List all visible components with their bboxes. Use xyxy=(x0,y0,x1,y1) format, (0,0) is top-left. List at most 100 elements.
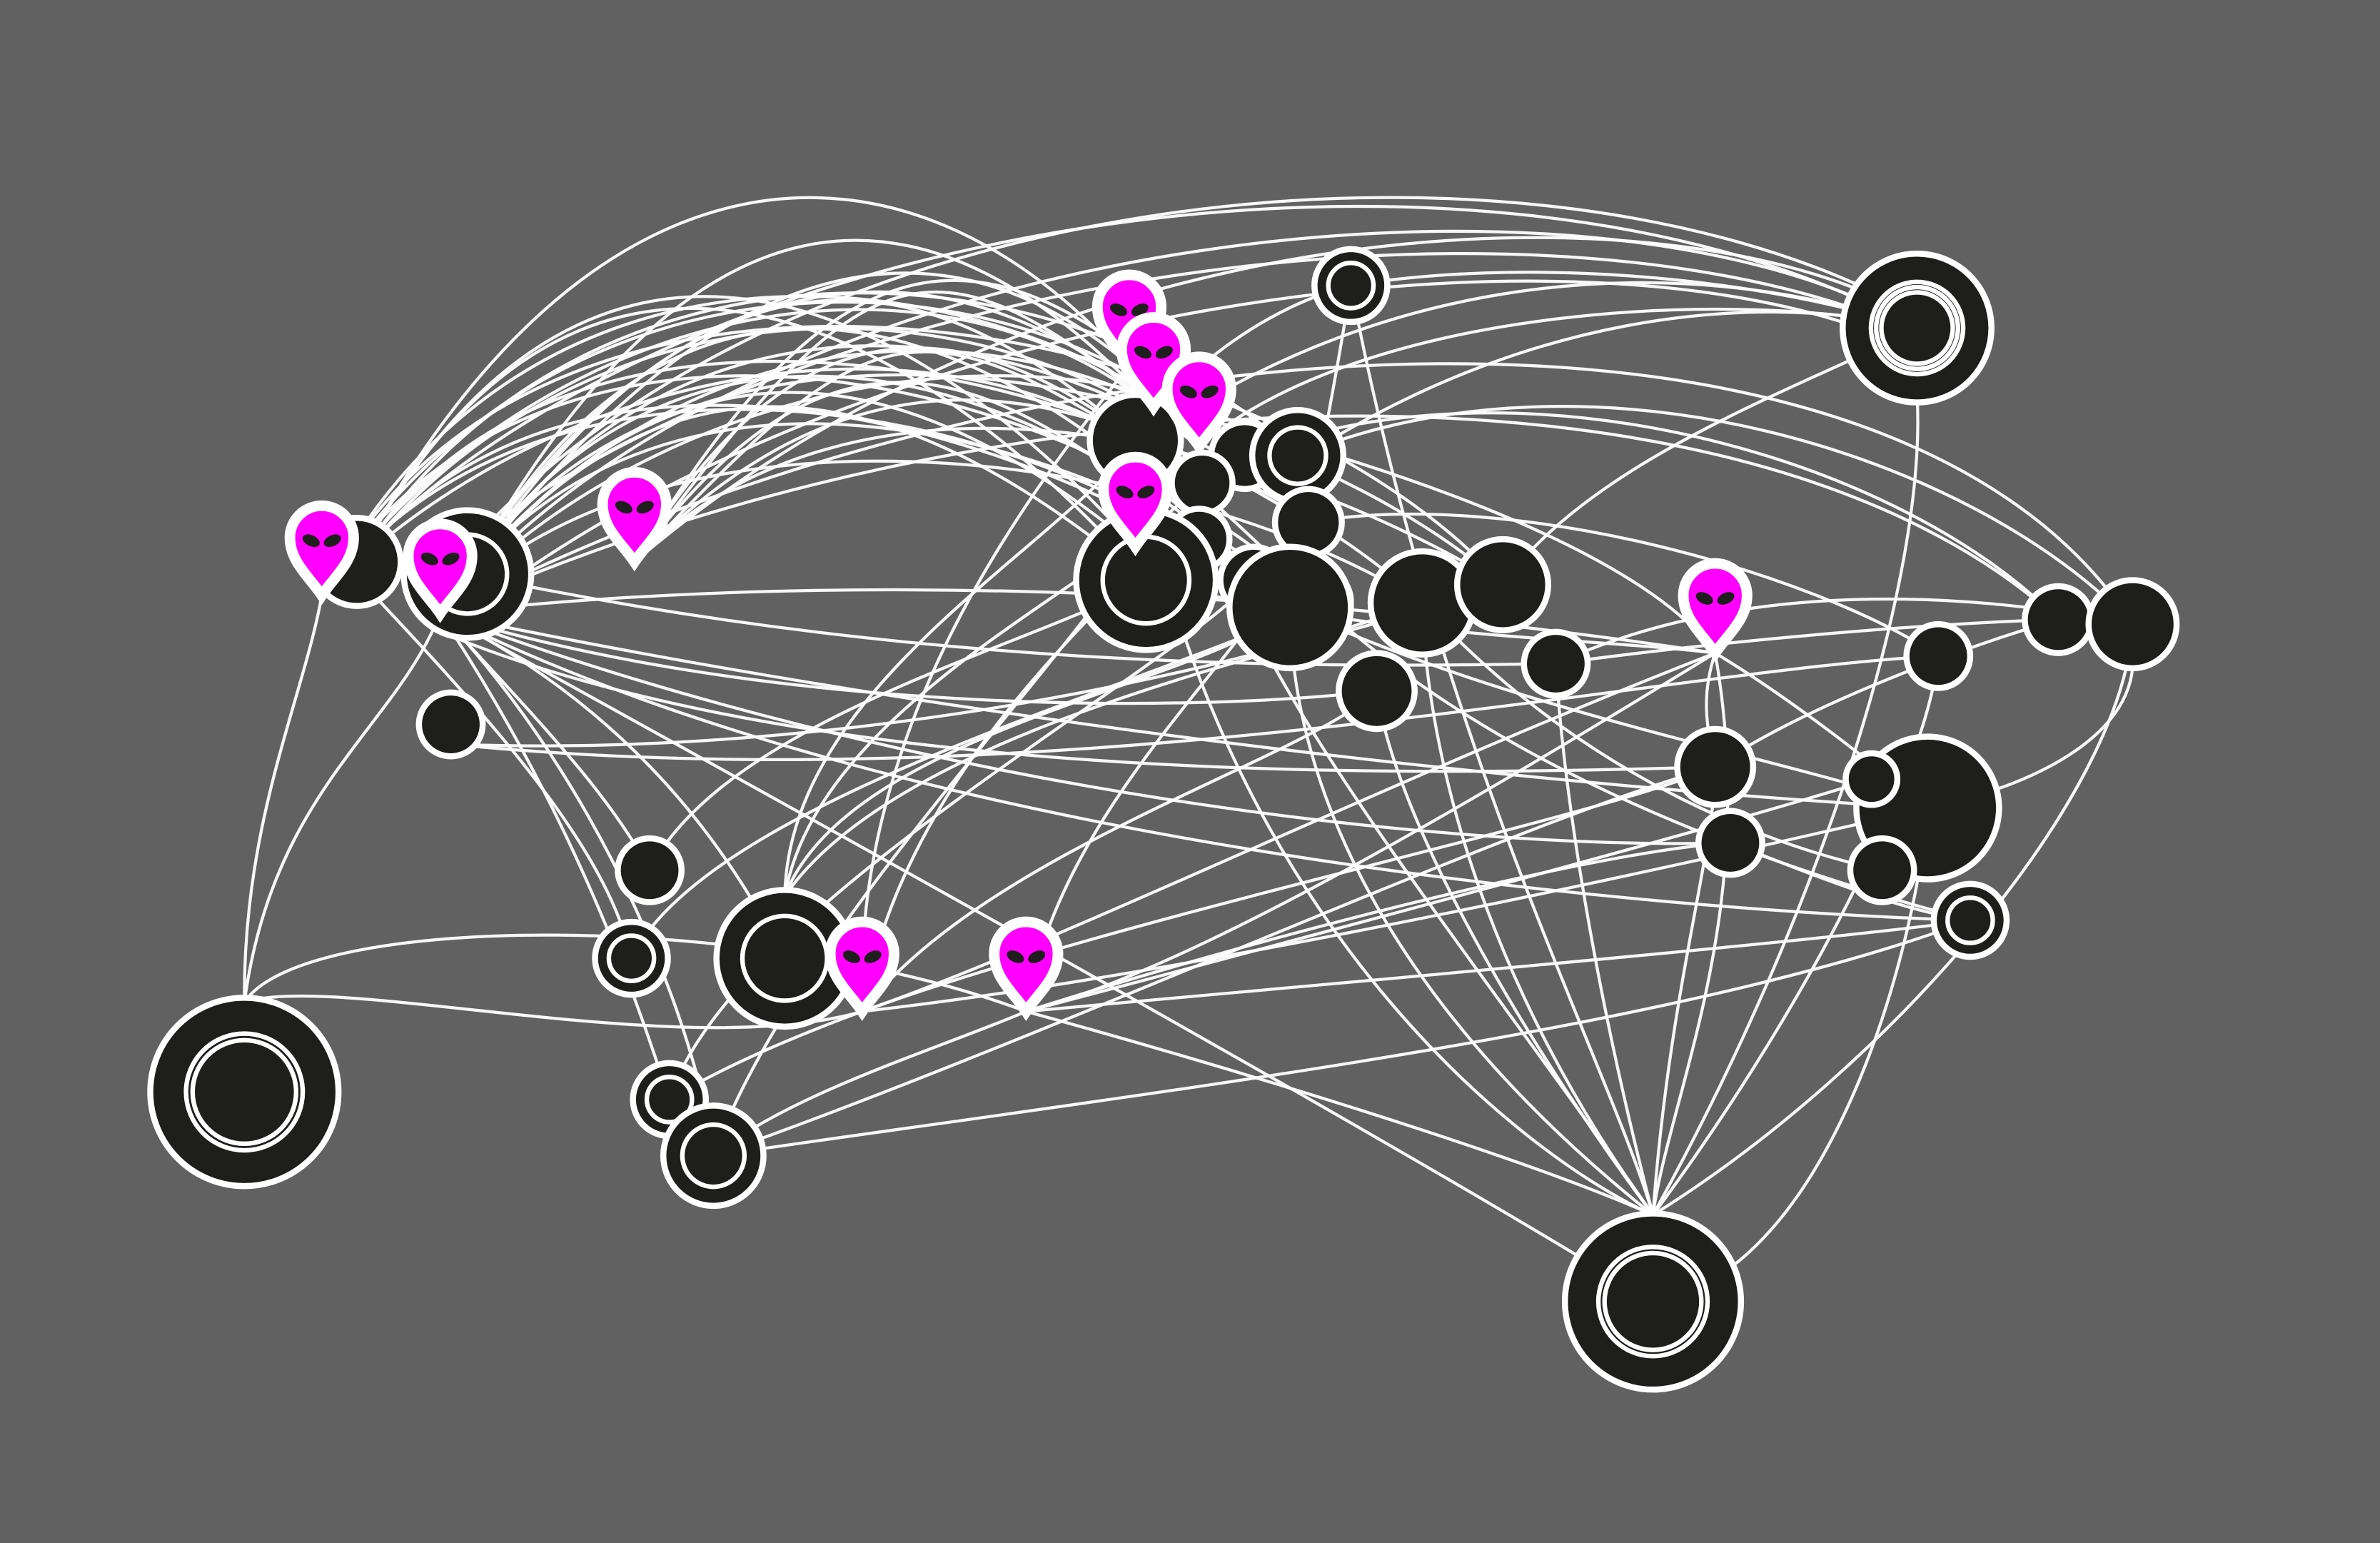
alien-eye-icon xyxy=(1131,303,1149,316)
alien-pin-icon[interactable] xyxy=(1678,558,1753,663)
hub-node xyxy=(660,1102,767,1210)
hub-node xyxy=(1336,650,1418,733)
alien-pin-icon[interactable] xyxy=(597,467,672,572)
hub-node-ring xyxy=(190,1037,299,1147)
hub-node xyxy=(1840,250,1995,406)
alien-pin-icon[interactable] xyxy=(989,916,1064,1021)
hub-node-ring xyxy=(183,1031,306,1153)
connection-edge xyxy=(859,363,1131,1012)
connection-edge xyxy=(440,612,1928,810)
connection-edge xyxy=(1349,285,1655,1216)
hub-node-disc xyxy=(1249,407,1347,505)
alien-pin-body xyxy=(284,500,359,605)
hub-node-ring xyxy=(1879,290,1955,366)
connection-edge xyxy=(455,636,1715,773)
alien-eye-icon xyxy=(636,501,654,514)
connection-edge xyxy=(1026,918,1971,1013)
connection-edge xyxy=(783,439,1137,896)
connection-edge xyxy=(439,612,651,871)
alien-eye-icon xyxy=(1201,385,1219,398)
connection-edge xyxy=(438,229,1918,615)
hub-node-disc xyxy=(1226,543,1354,672)
hub-node xyxy=(1311,246,1391,326)
hub-node-disc xyxy=(1311,246,1391,326)
connection-edge xyxy=(862,651,1716,1013)
connection-edge xyxy=(321,204,1914,597)
alien-pin-icon[interactable] xyxy=(403,518,478,623)
connection-edge xyxy=(439,612,1731,845)
markers-layer xyxy=(284,269,1753,1021)
hub-node xyxy=(1695,808,1765,878)
hub-node-ring xyxy=(1602,1250,1704,1352)
connection-edge xyxy=(466,196,1898,548)
hub-node-disc xyxy=(1840,250,1995,406)
hub-node-disc xyxy=(1561,1210,1745,1393)
connection-edge xyxy=(633,290,1155,563)
connection-edge xyxy=(438,613,671,1100)
alien-eye-icon xyxy=(1007,950,1024,963)
connection-edge xyxy=(243,613,442,1003)
connection-edge xyxy=(321,308,1155,597)
connection-edge xyxy=(1198,307,1917,448)
connection-edge xyxy=(1421,603,1655,1216)
alien-pin-icon[interactable] xyxy=(284,500,359,605)
hub-node-ring xyxy=(644,1075,695,1125)
hub-node-disc xyxy=(1336,650,1418,733)
connection-edge xyxy=(1714,618,2059,768)
connection-edge xyxy=(861,690,1378,1012)
hub-node-ring xyxy=(1595,1245,1710,1359)
connection-edge xyxy=(1421,601,1883,872)
connection-edge xyxy=(713,918,1971,1157)
hub-node-disc xyxy=(1521,628,1591,699)
hub-node xyxy=(2022,583,2095,656)
alien-pin-body xyxy=(1161,351,1236,456)
alien-eye-icon xyxy=(1179,385,1197,398)
alien-pin-body xyxy=(1098,451,1173,557)
alien-pin-icon[interactable] xyxy=(1161,351,1236,456)
hub-node xyxy=(1249,407,1347,505)
alien-pin-body xyxy=(989,916,1064,1021)
hub-node-disc xyxy=(1930,880,2010,960)
connection-edge xyxy=(1297,405,2134,625)
hub-node xyxy=(1903,620,1974,691)
alien-pin-icon[interactable] xyxy=(825,916,899,1021)
alien-eye-icon xyxy=(1110,303,1128,316)
hub-node-disc xyxy=(615,835,685,905)
alien-pin-body xyxy=(403,518,478,623)
connection-edge xyxy=(1375,690,1655,1216)
alien-eye-icon xyxy=(1134,346,1152,359)
hub-node xyxy=(1453,536,1552,633)
connection-edge xyxy=(1025,778,1872,1013)
connection-edge xyxy=(439,414,2059,621)
alien-pin-body xyxy=(597,467,672,572)
hub-node xyxy=(1842,750,1901,808)
hub-node xyxy=(1930,880,2010,960)
hub-node-ring xyxy=(1868,279,1966,377)
alien-eye-icon xyxy=(323,534,341,547)
hub-node-ring xyxy=(1873,284,1960,371)
alien-eye-icon xyxy=(1028,950,1046,963)
hub-node xyxy=(1169,449,1236,517)
connection-edge xyxy=(355,196,1131,563)
alien-pin-icon[interactable] xyxy=(1098,451,1173,557)
connection-edge xyxy=(1025,651,1716,1013)
alien-eye-icon xyxy=(302,534,320,547)
hub-node-ring xyxy=(1326,261,1376,311)
alien-pin-body xyxy=(825,916,899,1021)
connection-edge xyxy=(320,325,1504,596)
alien-eye-icon xyxy=(1116,486,1134,498)
connection-edge xyxy=(439,612,1970,923)
alien-eye-icon xyxy=(1717,592,1735,605)
connection-edge xyxy=(466,373,1504,586)
hub-node-ring xyxy=(1945,895,1995,945)
connection-edge xyxy=(1289,607,1654,1217)
connection-edge xyxy=(439,612,787,960)
hub-node xyxy=(147,995,342,1190)
hub-node-disc xyxy=(1695,808,1765,878)
hub-node xyxy=(1847,835,1917,905)
alien-eye-icon xyxy=(1695,592,1713,605)
connection-edge xyxy=(470,362,2134,625)
hub-node xyxy=(2085,577,2180,672)
hub-node-ring xyxy=(606,933,657,983)
